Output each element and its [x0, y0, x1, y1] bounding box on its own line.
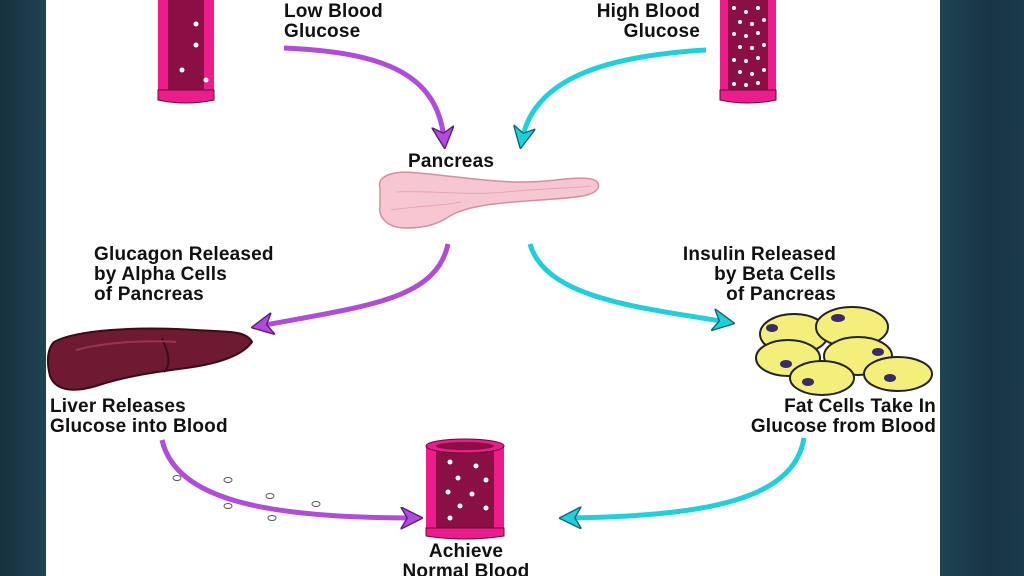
- fat-cells-icon: [755, 306, 933, 396]
- normal-glucose-vessel-icon: [425, 438, 505, 540]
- liver-label: Liver Releases Glucose into Blood: [50, 396, 228, 437]
- low-glucose-vessel-icon: [157, 0, 215, 104]
- low-glucose-label: Low Blood Glucose: [284, 1, 383, 42]
- glucagon-arrow: [260, 243, 451, 326]
- fat-to-normal-arrow: [568, 437, 807, 518]
- liver-icon: [46, 327, 254, 391]
- high-glucose-vessel-icon: [719, 0, 777, 104]
- slide-right-border: [940, 0, 1024, 576]
- diagram-artwork: [46, 0, 933, 540]
- liver-to-normal-arrow: [159, 439, 414, 518]
- pancreas-label: Pancreas: [408, 151, 495, 172]
- high-glucose-label: High Blood Glucose: [596, 1, 700, 42]
- insulin-arrow: [527, 243, 726, 322]
- released-glucose-dots: [172, 475, 321, 521]
- low-glucose-arrow: [283, 45, 444, 140]
- normal-glucose-label: Achieve Normal Blood: [402, 541, 530, 576]
- high-glucose-arrow: [522, 47, 707, 140]
- slide-left-border: [0, 0, 46, 576]
- insulin-label: Insulin Released by Beta Cells of Pancre…: [682, 244, 836, 305]
- glucose-regulation-diagram: Low Blood Glucose High Blood Glucose Pan…: [46, 0, 940, 576]
- glucagon-label: Glucagon Released by Alpha Cells of Panc…: [94, 244, 274, 305]
- pancreas-icon: [378, 171, 600, 229]
- fat-cells-label: Fat Cells Take In Glucose from Blood: [750, 396, 936, 437]
